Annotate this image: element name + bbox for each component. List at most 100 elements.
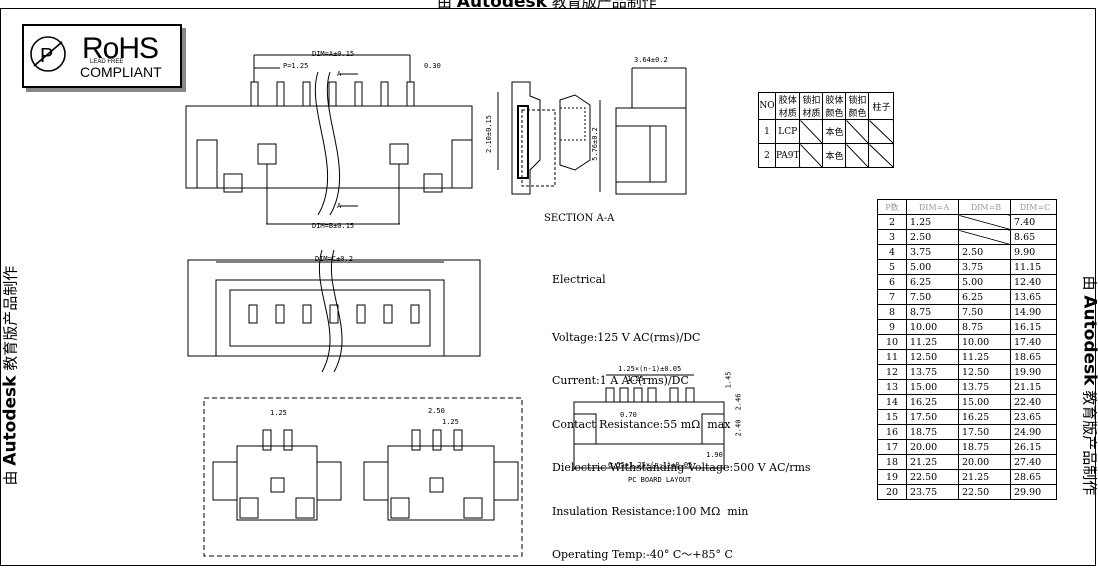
dim-cell: 20.00 [907, 440, 959, 455]
dim-cell: 7 [878, 290, 907, 305]
dim-cell: 7.50 [907, 290, 959, 305]
material-cell: LCP [776, 120, 800, 144]
dim-cell: 12.40 [1011, 275, 1057, 290]
dim-cell: 2 [878, 215, 907, 230]
table-row: 2 PA9T 本色 [759, 144, 894, 168]
dim-cell: 5 [878, 260, 907, 275]
dim-cell: 22.50 [959, 485, 1011, 500]
dim-cell: 14.90 [1011, 305, 1057, 320]
section-label: SECTION A-A [544, 213, 614, 224]
material-cell: 1 [759, 120, 776, 144]
dim-cell: 22.50 [907, 470, 959, 485]
material-header: 柱子 [869, 93, 894, 120]
cut-a-bottom: A [337, 202, 341, 210]
dim-cell: 15.00 [907, 380, 959, 395]
dim-cell: 15.00 [959, 395, 1011, 410]
dim-cell: 21.25 [907, 455, 959, 470]
dim-cell: 5.00 [907, 260, 959, 275]
material-header: 锁扣颜色 [846, 93, 869, 120]
pcb-bottom-dim: 6.55+1.25×(n-1)±0.05 [608, 461, 692, 469]
dim-cell: 16.25 [959, 410, 1011, 425]
electrical-spec: Electrical Voltage:125 V AC(rms)/DC Curr… [552, 244, 811, 577]
dim-cell: 18.65 [1011, 350, 1057, 365]
material-cell-na [846, 144, 869, 168]
table-row: 1 LCP 本色 [759, 120, 894, 144]
front-view [188, 250, 480, 372]
material-cell-na [846, 120, 869, 144]
dim-cell: 22.40 [1011, 395, 1057, 410]
dim-cell: 23.75 [907, 485, 959, 500]
dim-cell: 11.25 [907, 335, 959, 350]
dim-cell: 11.25 [959, 350, 1011, 365]
pcb-caption: PC BOARD LAYOUT [628, 476, 691, 484]
dim-cell: 10.00 [959, 335, 1011, 350]
material-cell-na [869, 144, 894, 168]
footprint-views [204, 398, 522, 556]
top-view [186, 55, 472, 224]
dim-cell: 6.25 [959, 290, 1011, 305]
dim-cell: 10.00 [907, 320, 959, 335]
material-cell: 2 [759, 144, 776, 168]
electrical-line: Voltage:125 V AC(rms)/DC [552, 331, 811, 346]
dim-cell: 11.15 [1011, 260, 1057, 275]
dim-cell: 17.40 [1011, 335, 1057, 350]
dim-cell: 17.50 [907, 410, 959, 425]
side-view [616, 68, 686, 194]
dim-bottom-b: DIM=B±0.15 [312, 222, 354, 230]
dim-cell: 13 [878, 380, 907, 395]
dim-top-a: DIM=A±0.15 [312, 50, 354, 58]
dim-cell: 20 [878, 485, 907, 500]
dim-cell: 16 [878, 425, 907, 440]
pcb-240: 2.40 [734, 420, 742, 437]
electrical-line: Contact Resistance:55 mΩ max [552, 418, 811, 433]
dim-fp-125b: 1.25 [442, 418, 459, 426]
pcb-pitch: 1.25 [627, 375, 644, 383]
dim-576: 5.76±0.2 [591, 127, 599, 161]
material-header: NO [759, 93, 776, 120]
dim-cell-na [959, 215, 1011, 230]
electrical-line: Current:1 A AC(rms)/DC [552, 374, 811, 389]
dim-cell: 7.50 [959, 305, 1011, 320]
dim-cell: 18.75 [907, 425, 959, 440]
dim-030: 0.30 [424, 62, 441, 70]
section-view [498, 82, 600, 194]
dim-cell: 16.15 [1011, 320, 1057, 335]
dim-cell: 16.25 [907, 395, 959, 410]
dim-cell: 19 [878, 470, 907, 485]
pcb-hole: 0.70 [620, 411, 637, 419]
material-header: 锁扣材质 [800, 93, 823, 120]
dim-210: 2.10±0.15 [485, 115, 493, 153]
dim-cell: 4 [878, 245, 907, 260]
dim-cell-na [959, 230, 1011, 245]
dim-cell: 18.75 [959, 440, 1011, 455]
dim-cell: 23.65 [1011, 410, 1057, 425]
dim-cell: 10 [878, 335, 907, 350]
dim-cell: 9 [878, 320, 907, 335]
dim-cell: 21.25 [959, 470, 1011, 485]
dim-table-header: DIM=B [959, 200, 1011, 215]
material-header: 胶体颜色 [823, 93, 846, 120]
dim-table-header: DIM=C [1011, 200, 1057, 215]
dim-cell: 13.75 [959, 380, 1011, 395]
material-header: 胶体材质 [776, 93, 800, 120]
dim-cell: 3.75 [959, 260, 1011, 275]
dim-cell: 21.15 [1011, 380, 1057, 395]
dim-table-header: P数 [878, 200, 907, 215]
dim-cell: 14 [878, 395, 907, 410]
dim-cell: 12.50 [959, 365, 1011, 380]
front-pins [249, 305, 419, 323]
